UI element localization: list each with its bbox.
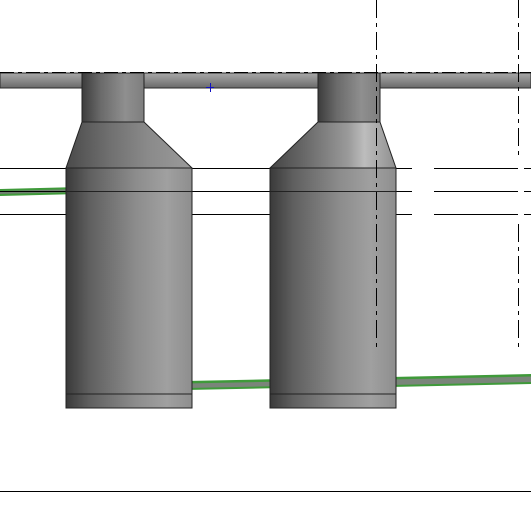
green-pipe-lower-right[interactable] <box>390 374 531 387</box>
crosshair-icon <box>206 83 214 92</box>
horizontal-pipe[interactable] <box>0 72 531 89</box>
green-pipe-lower-middle[interactable] <box>186 379 282 390</box>
line-breaks <box>412 160 524 220</box>
vessel-right[interactable] <box>268 72 397 409</box>
vessel-left[interactable] <box>65 72 194 409</box>
